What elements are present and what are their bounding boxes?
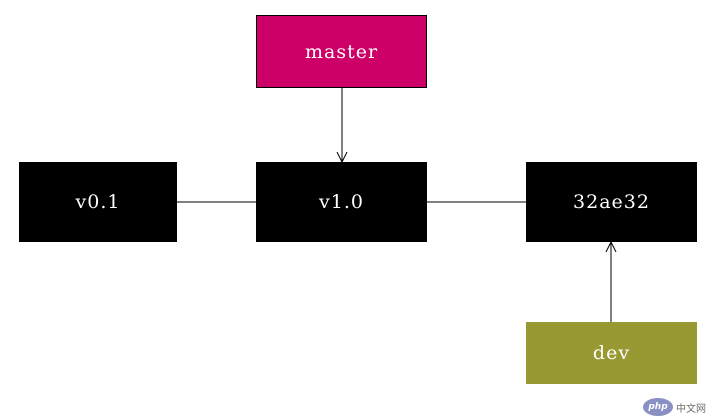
watermark: php 中文网: [643, 398, 706, 416]
watermark-text: 中文网: [676, 403, 706, 415]
node-commit-v1-0: v1.0: [256, 162, 427, 242]
arrowhead-dev-to-32ae32: [605, 240, 617, 253]
node-master-branch: master: [256, 15, 427, 88]
node-dev-label: dev: [592, 342, 631, 364]
node-master-label: master: [304, 40, 379, 63]
node-dev-branch: dev: [526, 322, 697, 384]
node-v0-1-label: v0.1: [75, 191, 121, 213]
node-commit-32ae32: 32ae32: [526, 162, 697, 242]
php-logo-icon: php: [643, 398, 673, 416]
node-commit-v0-1: v0.1: [19, 162, 177, 242]
node-32ae32-label: 32ae32: [573, 191, 650, 213]
node-v1-0-label: v1.0: [319, 191, 364, 213]
